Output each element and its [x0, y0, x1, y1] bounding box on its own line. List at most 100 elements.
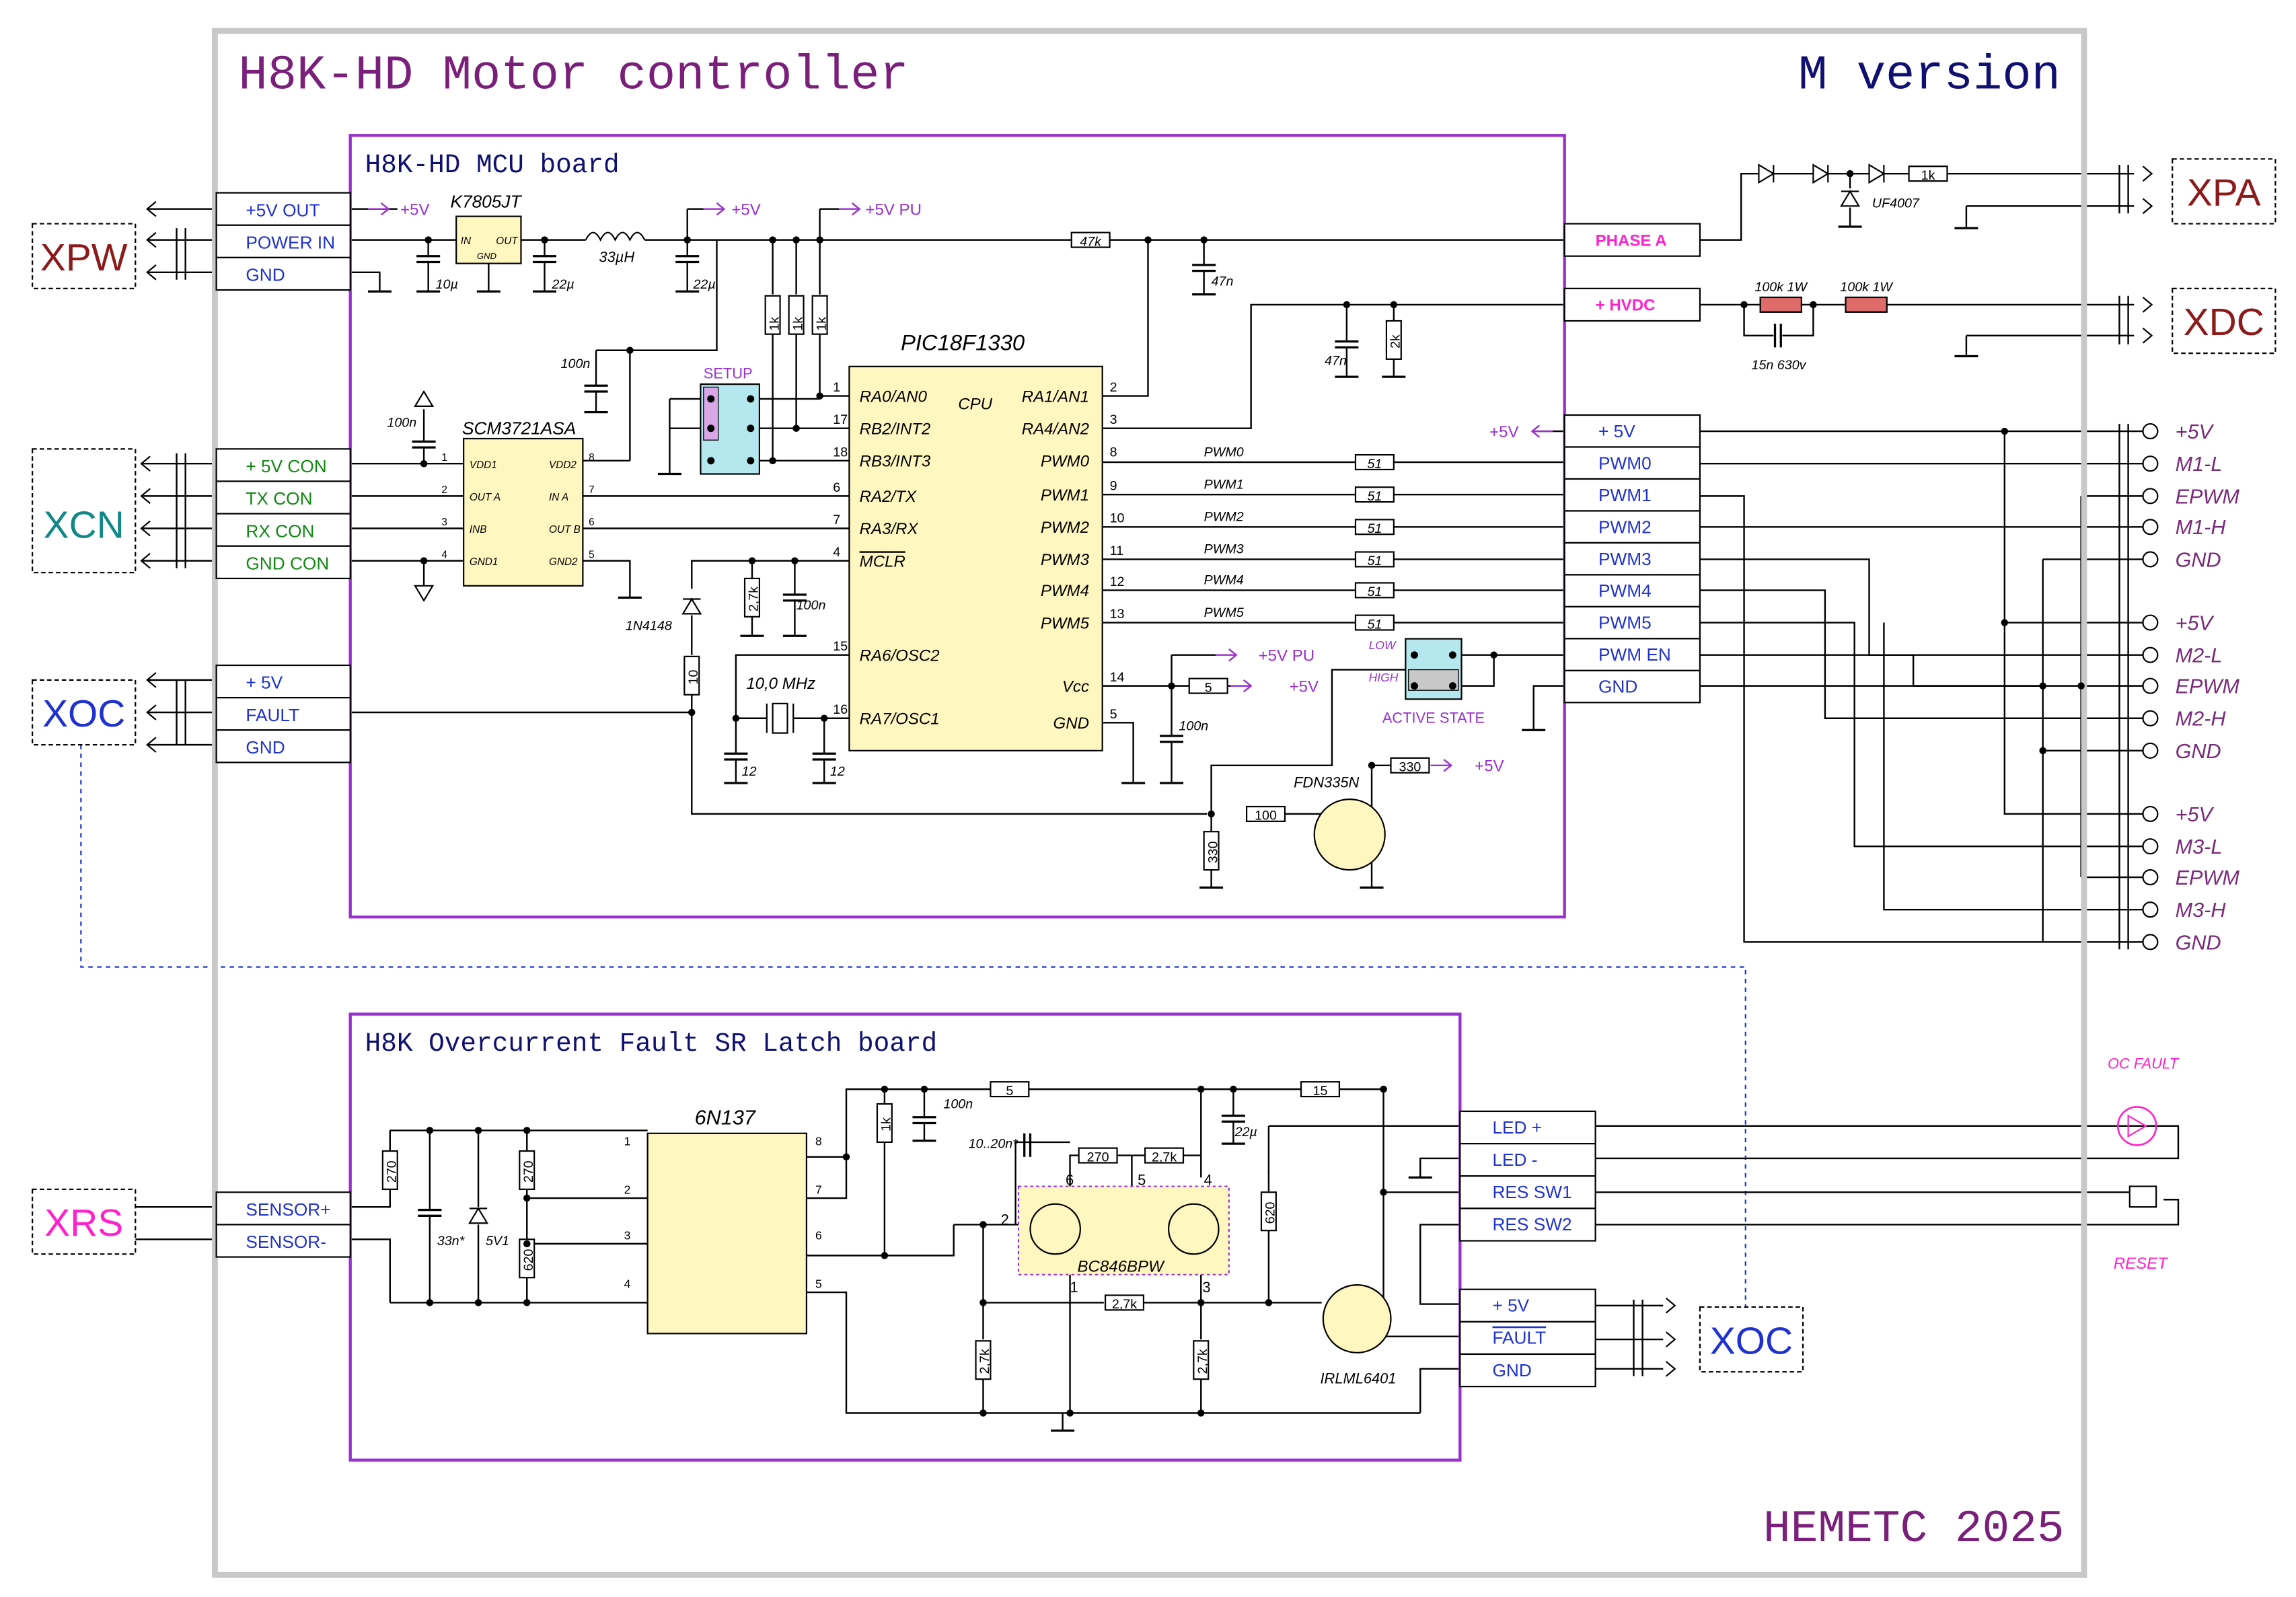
xpa-arrow-0 [2142, 165, 2153, 182]
p5vpu-arrow-2-head [1228, 648, 1238, 662]
mosfet-label: FDN335N [1294, 774, 1359, 791]
motor-header-cell-8 [1563, 669, 1701, 704]
motor-header-cell-3 [1563, 510, 1701, 544]
motor-terminal-icon[interactable] [2142, 519, 2159, 535]
active-state-label: ACTIVE STATE [1382, 709, 1485, 726]
xpw-arrow-2 [146, 264, 157, 281]
pwm-resistor-2 [1354, 519, 1395, 535]
xpw-arrow-0 [146, 200, 157, 217]
opto-right-num-3: 5 [815, 1277, 822, 1291]
pwm-res-label-3: 51 [1367, 554, 1382, 568]
xcn-header-pin-0: + 5V CON [246, 456, 326, 476]
outer-frame [212, 28, 2087, 1578]
mclr-wire [691, 560, 850, 589]
pwm-resistor-3 [1354, 551, 1395, 568]
junction-dot [979, 1409, 987, 1417]
mcu-right-pin-5: PWM3 [1041, 551, 1090, 569]
motor-terminal-icon[interactable] [2142, 869, 2159, 886]
vcc-arrow-head [1243, 679, 1253, 693]
ressw2-wire [1419, 1224, 1460, 1305]
oc-header-cell-3 [1459, 1208, 1596, 1242]
r2k [1385, 320, 1402, 360]
motor-terminal-icon[interactable] [2142, 901, 2159, 918]
motor-terminal-icon[interactable] [2142, 423, 2159, 440]
active-gate-wire [1210, 669, 1406, 814]
junction-dot [881, 1252, 889, 1259]
oc-r620-a-label: 620 [521, 1249, 536, 1271]
qa-coll [1069, 1154, 1082, 1193]
r10-bottom-wire [691, 694, 1208, 815]
hv-cap-label: 15n 630v [1752, 358, 1807, 373]
c100n-d-label: 100n [1179, 718, 1208, 733]
oc-gnd-out [1419, 1368, 1460, 1413]
setup-pin [747, 424, 755, 433]
motor-terminal-icon[interactable] [2142, 677, 2159, 694]
motor-terminal-icon[interactable] [2142, 551, 2159, 568]
m3l [1699, 622, 2143, 848]
mcu-left-pin-2: RB3/INT3 [860, 453, 931, 471]
diode-1n4148 [681, 597, 702, 615]
r5-vcc [1188, 677, 1228, 694]
pwm-resistor-0 [1354, 454, 1395, 471]
transistor-b-icon [1168, 1203, 1220, 1255]
motor-output-11: M3-L [2176, 835, 2223, 858]
c22a-label: 22µ [551, 277, 574, 292]
isolator-right-num-1: 7 [589, 484, 595, 496]
hv-r100k-a [1759, 296, 1802, 313]
phase-a-pin: PHASE A [1596, 231, 1667, 250]
junction-dot [523, 1194, 531, 1202]
motor-output-5: +5V [2176, 611, 2215, 634]
p5v-vbus [2003, 431, 2143, 815]
junction-dot [842, 1153, 850, 1161]
junction-dot [541, 236, 548, 244]
r1k-a-label: 1k [767, 317, 782, 331]
motor-header-pin-0: + 5V [1598, 421, 1635, 441]
junction-dot [1265, 1299, 1273, 1306]
xcn-connector [32, 448, 137, 574]
xoc-arrow-0 [146, 672, 157, 688]
page-title: H8K-HD Motor controller [238, 48, 908, 103]
junction-dot [792, 236, 800, 244]
xcn-connector-label: XCN [44, 505, 124, 547]
xrs-connector [32, 1188, 137, 1255]
uf4007-icon [1840, 190, 1861, 207]
motor-terminal-icon[interactable] [2142, 710, 2159, 727]
r47k [1070, 231, 1111, 248]
junction-dot [979, 1221, 987, 1228]
oc-xoc-arrow-1 [1665, 1331, 1676, 1347]
isolator-left-pin-3: GND1 [470, 556, 498, 568]
junction-dot [688, 708, 696, 716]
signature: HEMETC 2025 [1763, 1504, 2065, 1555]
junction-dot [426, 1127, 434, 1134]
p-mos-s [1346, 1089, 1384, 1302]
oc-xoc-arrow-0 [1665, 1297, 1676, 1314]
junction-dot [683, 236, 691, 244]
mcu-right-num-9: 5 [1110, 707, 1117, 722]
motor-terminal-icon[interactable] [2142, 455, 2159, 472]
xdc-connector-label: XDC [2184, 301, 2264, 344]
pwm-net-label-4: PWM4 [1204, 573, 1244, 588]
motor-terminal-icon[interactable] [2142, 934, 2159, 951]
motor-terminal-icon[interactable] [2142, 838, 2159, 855]
junction-dot [1390, 301, 1398, 309]
mcu-left-num-4: 7 [833, 513, 840, 527]
motor-terminal-icon[interactable] [2142, 742, 2159, 759]
mcu-left-num-2: 18 [833, 445, 848, 459]
vcc-rail: +5V [1290, 677, 1319, 696]
hvdc-pin: + HVDC [1596, 297, 1656, 315]
motor-terminal-icon[interactable] [2142, 646, 2159, 663]
junction-dot [1846, 170, 1854, 178]
xpw-connector [32, 223, 137, 289]
motor-terminal-icon[interactable] [2142, 488, 2159, 505]
pwm-res-label-2: 51 [1367, 521, 1382, 536]
motor-terminal-icon[interactable] [2142, 614, 2159, 631]
junction-dot [920, 1085, 928, 1093]
junction-dot [979, 1299, 987, 1306]
isolator-scm3721 [463, 437, 584, 587]
reset-switch-icon[interactable] [2128, 1185, 2157, 1208]
gnd-wire [350, 271, 381, 292]
hv-cap-r [1782, 304, 1814, 337]
motor-terminal-icon[interactable] [2142, 805, 2159, 823]
r27k-mclr [743, 577, 761, 618]
